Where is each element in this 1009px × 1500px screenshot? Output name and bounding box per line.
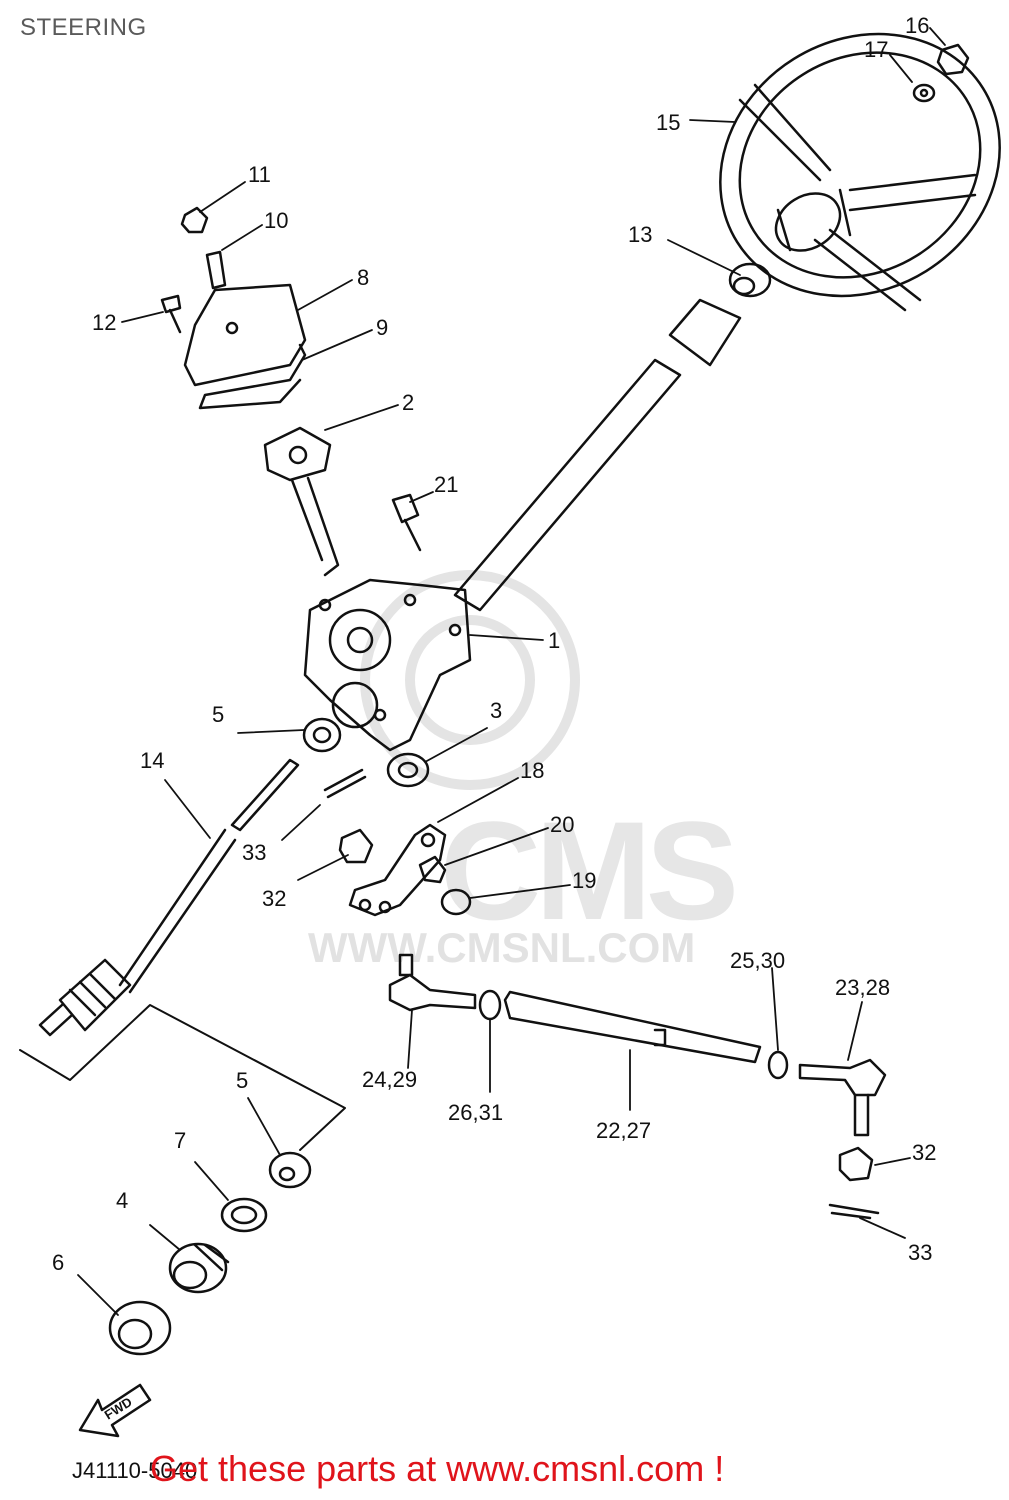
- callout-15: 15: [656, 110, 680, 135]
- callout-1: 1: [548, 628, 560, 653]
- callout-26-31: 26,31: [448, 1100, 503, 1125]
- lock-nut-25-30: [767, 1050, 789, 1080]
- steering-wheel: [719, 32, 1001, 312]
- nut-32-lower: [838, 1146, 874, 1182]
- callout-20: 20: [550, 812, 574, 837]
- callout-11: 11: [248, 162, 271, 187]
- nut-19: [440, 888, 472, 916]
- callout-24-29: 24,29: [362, 1067, 417, 1092]
- callout-17: 17: [864, 37, 888, 62]
- gear-box-housing: [303, 578, 472, 752]
- callout-2: 2: [402, 390, 414, 415]
- leader-lines: [77, 27, 946, 1316]
- callout-3: 3: [490, 698, 502, 723]
- tie-rod-end-right: [798, 1058, 887, 1137]
- callout-10: 10: [264, 208, 288, 233]
- watermark-logo: CMS: [440, 792, 739, 949]
- column-sleeve: [668, 298, 742, 367]
- fwd-arrow-icon: [78, 1383, 152, 1438]
- diagram-code: J41110-5040: [72, 1458, 198, 1483]
- ball-joint-stud: [398, 953, 414, 977]
- cotter-pin-33-upper: [323, 768, 367, 799]
- callout-33-upper: 33: [242, 840, 266, 865]
- callout-19: 19: [572, 868, 596, 893]
- callout-22-27: 22,27: [596, 1118, 651, 1143]
- lock-washer-20: [418, 855, 447, 884]
- callout-9: 9: [376, 315, 388, 340]
- sector-shaft-2: [263, 426, 340, 577]
- callout-21: 21: [434, 472, 458, 497]
- bolt-21: [391, 493, 422, 552]
- callout-32-lower: 32: [912, 1140, 936, 1165]
- bearing-5-upper: [302, 717, 342, 753]
- gasket-9: [198, 343, 307, 410]
- pitman-arm-18: [348, 823, 447, 917]
- gear-cover-8: [183, 283, 307, 387]
- seal-6: [108, 1300, 172, 1356]
- worm-shaft-14: [38, 758, 300, 1037]
- cotter-pin-33-lower: [828, 1203, 880, 1220]
- callout-12: 12: [92, 310, 116, 335]
- promo-banner-link[interactable]: Get these parts at www.cmsnl.com !: [150, 1448, 725, 1489]
- callout-8: 8: [357, 265, 369, 290]
- exploded-group-bracket: [19, 1004, 346, 1151]
- callout-5-lower: 5: [236, 1068, 248, 1093]
- callout-18: 18: [520, 758, 544, 783]
- bearing-3: [386, 752, 430, 788]
- callout-25-30: 25,30: [730, 948, 785, 973]
- callout-7: 7: [174, 1128, 186, 1153]
- washer-7: [220, 1197, 268, 1233]
- watermark-emblem: [360, 570, 580, 790]
- bushing-13: [728, 262, 772, 298]
- watermark-url: WWW.CMSNL.COM: [308, 924, 696, 971]
- bearing-5-lower: [268, 1151, 312, 1189]
- callout-6: 6: [52, 1250, 64, 1275]
- fwd-label: FWD: [102, 1394, 135, 1422]
- adjuster-4: [168, 1242, 230, 1294]
- nut-11: [180, 206, 209, 234]
- callout-14: 14: [140, 748, 164, 773]
- steering-column: [453, 358, 682, 612]
- adjust-screw-10: [205, 250, 227, 290]
- tie-rod-end-left: [388, 973, 477, 1012]
- callout-32-upper: 32: [262, 886, 286, 911]
- nut-32-upper: [338, 828, 374, 864]
- lock-nut-26-31: [478, 989, 502, 1021]
- callout-5-upper: 5: [212, 702, 224, 727]
- page-title: STEERING: [20, 14, 147, 41]
- bolt-12: [160, 294, 182, 334]
- callout-23-28: 23,28: [835, 975, 890, 1000]
- callout-13: 13: [628, 222, 652, 247]
- callout-4: 4: [116, 1188, 128, 1213]
- tie-rod-22-27: [503, 990, 762, 1064]
- callout-33-lower: 33: [908, 1240, 932, 1265]
- nut-16: [936, 43, 970, 76]
- callout-16: 16: [905, 13, 929, 38]
- washer-17: [912, 83, 936, 103]
